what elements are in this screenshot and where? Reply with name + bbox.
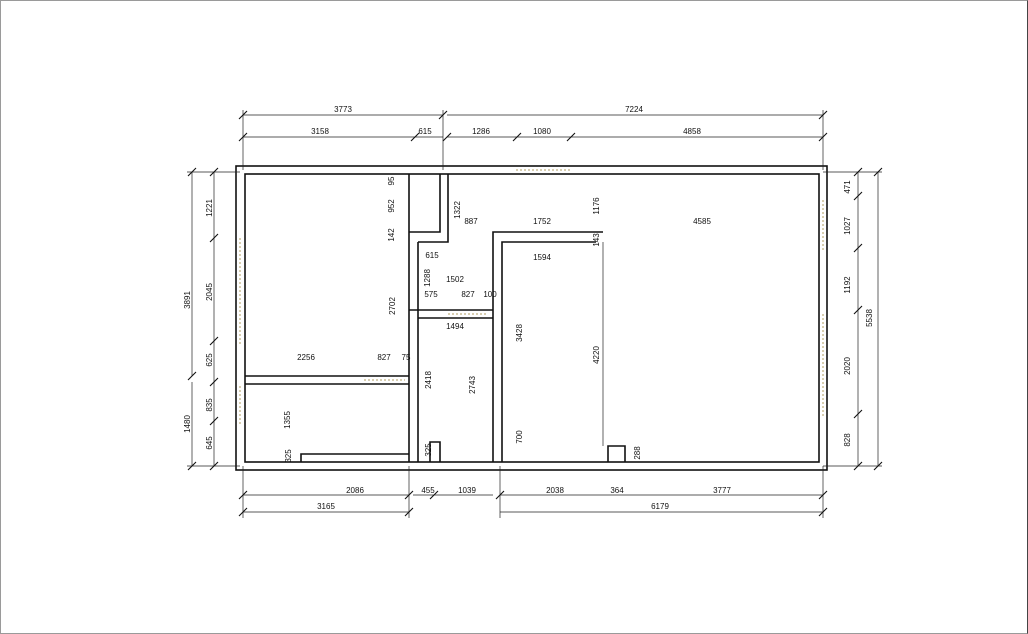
dim-label: 142: [387, 228, 396, 242]
dim-label: 75: [402, 353, 411, 362]
dim-label: 1752: [533, 217, 551, 226]
dim-label: 1080: [533, 127, 551, 136]
dim-label: 835: [205, 398, 214, 412]
dim-label: 5538: [865, 309, 874, 327]
partition-wall-b: [492, 231, 603, 462]
dim-label: 6179: [651, 502, 669, 511]
dim-label: 2743: [468, 376, 477, 394]
dimension-lines: [187, 110, 883, 518]
dim-label: 4585: [693, 217, 711, 226]
dim-label: 1176: [592, 197, 601, 215]
dim-label: 95: [387, 176, 396, 185]
dim-label: 827: [461, 290, 475, 299]
dim-label: 645: [205, 436, 214, 450]
dim-label: 2020: [843, 357, 852, 375]
dim-label: 625: [205, 353, 214, 367]
dim-label: 1480: [183, 415, 192, 433]
dim-label: 288: [633, 446, 642, 460]
windows: [239, 169, 824, 425]
dim-label: 615: [425, 251, 439, 260]
wall-details: [300, 441, 626, 462]
dim-label: 325: [284, 449, 293, 463]
dim-label: 2045: [205, 283, 214, 301]
dim-label: 364: [610, 486, 624, 495]
dim-label: 325: [424, 443, 433, 457]
dim-label: 2256: [297, 353, 315, 362]
dim-label: 1286: [472, 127, 490, 136]
outer-wall: [235, 165, 828, 471]
dim-label: 2702: [388, 297, 397, 315]
dim-label: 700: [515, 430, 524, 444]
dim-label: 7224: [625, 105, 643, 114]
partition-wall-c: [245, 375, 409, 385]
dim-label: 3773: [334, 105, 352, 114]
dim-label: 1355: [283, 411, 292, 429]
dim-label: 1502: [446, 275, 464, 284]
dim-label: 828: [843, 433, 852, 447]
dim-label: 4220: [592, 346, 601, 364]
dim-label: 1494: [446, 322, 464, 331]
walls: [235, 165, 828, 471]
dimension-labels: 3773 7224 3158 615 1286 1080 4858 887 17…: [183, 105, 874, 511]
dim-label: 455: [421, 486, 435, 495]
dim-label: 1221: [205, 199, 214, 217]
dim-label: 3428: [515, 324, 524, 342]
dim-label: 3777: [713, 486, 731, 495]
dim-label: 3165: [317, 502, 335, 511]
dim-label: 471: [843, 180, 852, 194]
dim-label: 575: [424, 290, 438, 299]
dim-label: 1039: [458, 486, 476, 495]
dim-label: 3891: [183, 291, 192, 309]
dim-label: 1027: [843, 217, 852, 235]
dim-label: 3158: [311, 127, 329, 136]
partition-wall-a: [408, 174, 449, 462]
dim-label: 952: [387, 199, 396, 213]
dim-label: 2086: [346, 486, 364, 495]
dim-label: 1594: [533, 253, 551, 262]
dim-label: 2418: [424, 371, 433, 389]
dim-label: 2038: [546, 486, 564, 495]
partition-wall-d: [409, 309, 493, 319]
dim-label: 615: [418, 127, 432, 136]
dim-label: 1322: [453, 201, 462, 219]
dim-label: 4858: [683, 127, 701, 136]
dim-label: 143: [592, 233, 601, 247]
dim-label: 887: [464, 217, 478, 226]
inner-wall-line: [244, 173, 820, 463]
dim-label: 1288: [423, 269, 432, 287]
dim-label: 1192: [843, 276, 852, 294]
dim-label: 100: [483, 290, 497, 299]
dim-label: 827: [377, 353, 391, 362]
